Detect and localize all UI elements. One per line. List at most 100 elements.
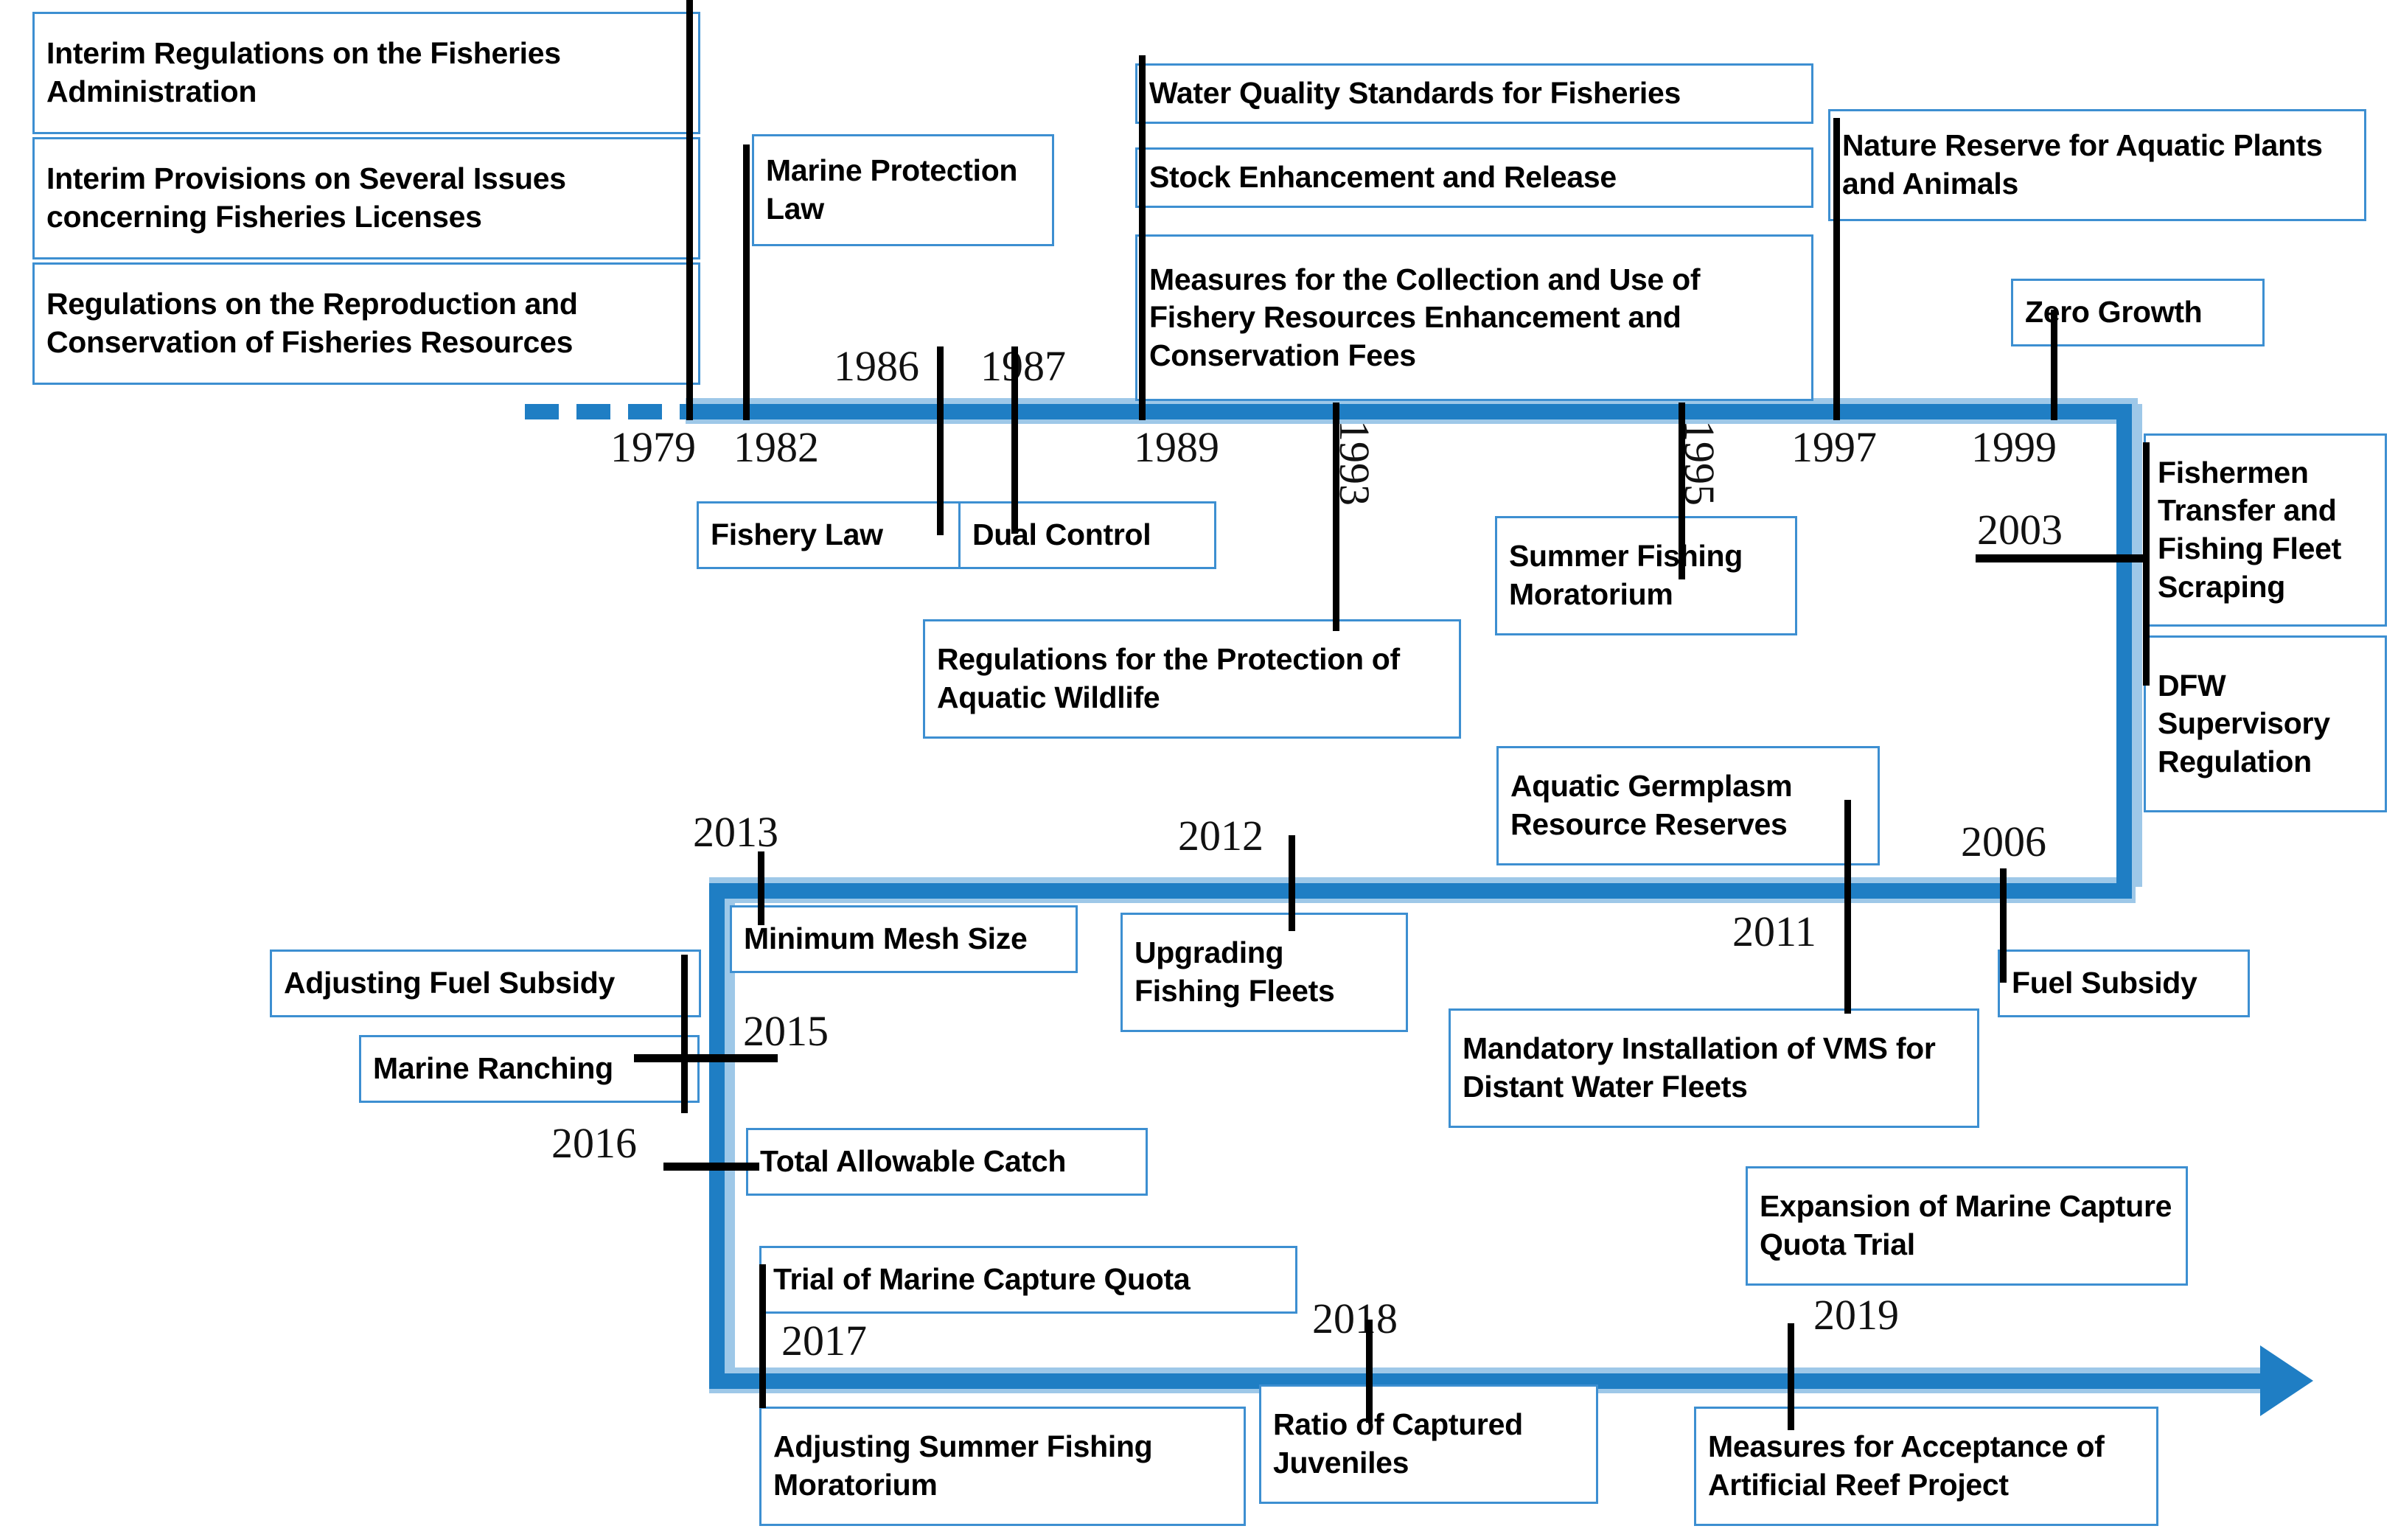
event-label: Water Quality Standards for Fisheries xyxy=(1149,76,1681,111)
event-label: Adjusting Summer Fishing Moratorium xyxy=(773,1429,1153,1502)
rail-row1 xyxy=(686,404,2132,419)
tick-1986 xyxy=(937,346,944,535)
event-label: Aquatic Germplasm Resource Reserves xyxy=(1510,769,1793,841)
year-label-1997: 1997 xyxy=(1791,423,1877,471)
event-box-regulations-reproduction-conservation[interactable]: Regulations on the Reproduction and Cons… xyxy=(32,262,700,385)
tick-1982 xyxy=(743,144,750,420)
event-label: Fuel Subsidy xyxy=(2012,966,2197,1000)
year-label-1987: 1987 xyxy=(980,342,1066,390)
tick-2011 xyxy=(1844,800,1851,1014)
tick-1997 xyxy=(1833,118,1840,420)
event-label: Fishery Law xyxy=(711,518,883,552)
event-box-total-allowable-catch[interactable]: Total Allowable Catch xyxy=(746,1128,1148,1196)
tick-2019 xyxy=(1788,1323,1794,1430)
event-label: Upgrading Fishing Fleets xyxy=(1134,936,1335,1008)
year-label-2018: 2018 xyxy=(1312,1295,1398,1342)
tick-2013 xyxy=(758,851,764,925)
event-box-ratio-captured-juveniles[interactable]: Ratio of Captured Juveniles xyxy=(1259,1384,1598,1504)
year-label-2019: 2019 xyxy=(1813,1291,1899,1339)
tick-2012 xyxy=(1289,835,1295,931)
event-box-measures-collection-use-fees[interactable]: Measures for the Collection and Use of F… xyxy=(1135,234,1813,401)
event-label: Nature Reserve for Aquatic Plants and An… xyxy=(1842,128,2323,201)
tick-1995 xyxy=(1679,403,1685,579)
year-label-1982: 1982 xyxy=(733,423,819,471)
timeline-arrowhead xyxy=(2260,1345,2313,1416)
event-box-dfw-supervisory-regulation[interactable]: DFW Supervisory Regulation xyxy=(2144,635,2387,812)
year-label-2006: 2006 xyxy=(1961,818,2046,865)
event-box-stock-enhancement-release[interactable]: Stock Enhancement and Release xyxy=(1135,147,1813,208)
tick-2018 xyxy=(1366,1320,1373,1423)
event-label: Measures for Acceptance of Artificial Re… xyxy=(1708,1429,2105,1502)
event-box-trial-marine-capture-quota[interactable]: Trial of Marine Capture Quota xyxy=(759,1246,1297,1314)
event-box-minimum-mesh-size[interactable]: Minimum Mesh Size xyxy=(730,905,1078,973)
event-label: Measures for the Collection and Use of F… xyxy=(1149,262,1701,372)
event-box-expansion-marine-capture-quota-trial[interactable]: Expansion of Marine Capture Quota Trial xyxy=(1746,1166,2188,1286)
tick-1999 xyxy=(2051,310,2057,420)
tick-2015-horizontal xyxy=(634,1054,778,1062)
rail-row3 xyxy=(709,1373,2265,1389)
year-label-2012: 2012 xyxy=(1178,812,1264,860)
event-label: Total Allowable Catch xyxy=(760,1144,1067,1179)
event-box-adjusting-fuel-subsidy[interactable]: Adjusting Fuel Subsidy xyxy=(270,950,701,1017)
event-box-measures-acceptance-artificial-reef[interactable]: Measures for Acceptance of Artificial Re… xyxy=(1694,1407,2158,1526)
year-label-2013: 2013 xyxy=(693,808,778,856)
event-label: Expansion of Marine Capture Quota Trial xyxy=(1760,1189,2172,1261)
event-box-upgrading-fishing-fleets[interactable]: Upgrading Fishing Fleets xyxy=(1120,913,1408,1032)
event-box-aquatic-germplasm-resource-reserves[interactable]: Aquatic Germplasm Resource Reserves xyxy=(1496,746,1880,865)
tick-2017 xyxy=(759,1264,766,1408)
event-box-dual-control[interactable]: Dual Control xyxy=(958,501,1216,569)
event-box-interim-provisions-fisheries-licenses[interactable]: Interim Provisions on Several Issues con… xyxy=(32,137,700,259)
year-label-2011: 2011 xyxy=(1732,907,1816,955)
event-label: Ratio of Captured Juveniles xyxy=(1273,1407,1523,1480)
year-label-1999: 1999 xyxy=(1971,423,2057,471)
tick-2016-horizontal xyxy=(663,1163,759,1171)
year-label-2017: 2017 xyxy=(781,1317,867,1365)
event-box-marine-ranching[interactable]: Marine Ranching xyxy=(359,1035,700,1103)
year-label-2015: 2015 xyxy=(743,1007,829,1055)
year-label-1989: 1989 xyxy=(1134,423,1219,471)
event-label: DFW Supervisory Regulation xyxy=(2158,668,2330,778)
event-label: Adjusting Fuel Subsidy xyxy=(284,966,615,1000)
event-box-nature-reserve-aquatic-plants-animals[interactable]: Nature Reserve for Aquatic Plants and An… xyxy=(1828,109,2366,221)
event-label: Interim Provisions on Several Issues con… xyxy=(46,161,566,234)
event-label: Stock Enhancement and Release xyxy=(1149,160,1617,195)
event-box-zero-growth[interactable]: Zero Growth xyxy=(2011,279,2265,346)
event-box-interim-regulations-fisheries-administration[interactable]: Interim Regulations on the Fisheries Adm… xyxy=(32,12,700,134)
event-label: Marine Protection Law xyxy=(766,153,1018,226)
event-box-fuel-subsidy[interactable]: Fuel Subsidy xyxy=(1998,950,2250,1017)
event-box-adjusting-summer-fishing-moratorium[interactable]: Adjusting Summer Fishing Moratorium xyxy=(759,1407,1246,1526)
event-box-marine-protection-law[interactable]: Marine Protection Law xyxy=(752,134,1054,246)
year-label-1979: 1979 xyxy=(610,423,696,471)
event-label: Marine Ranching xyxy=(373,1051,613,1086)
tick-2015-vertical xyxy=(681,955,688,1113)
event-label: Regulations on the Reproduction and Cons… xyxy=(46,287,578,359)
timeline-dashed-start xyxy=(525,404,694,419)
event-label: Summer Fishing Moratorium xyxy=(1509,539,1743,611)
event-box-mandatory-vms-distant-water-fleets[interactable]: Mandatory Installation of VMS for Distan… xyxy=(1449,1008,1979,1128)
tick-1993 xyxy=(1333,403,1339,631)
tick-1979 xyxy=(686,0,693,420)
event-box-water-quality-standards[interactable]: Water Quality Standards for Fisheries xyxy=(1135,63,1813,124)
event-box-summer-fishing-moratorium[interactable]: Summer Fishing Moratorium xyxy=(1495,516,1797,635)
rail-left-vertical xyxy=(709,883,725,1373)
rail-row2 xyxy=(709,883,2132,899)
event-label: Interim Regulations on the Fisheries Adm… xyxy=(46,36,561,108)
event-label: Fishermen Transfer and Fishing Fleet Scr… xyxy=(2158,455,2341,604)
year-label-1986: 1986 xyxy=(834,342,919,390)
tick-1987 xyxy=(1011,346,1018,534)
rail-right-vertical xyxy=(2116,404,2132,883)
event-label: Mandatory Installation of VMS for Distan… xyxy=(1463,1031,1936,1104)
year-label-2003: 2003 xyxy=(1977,506,2063,554)
tick-2003-vertical xyxy=(2143,442,2150,686)
event-label: Minimum Mesh Size xyxy=(744,921,1028,956)
event-label: Dual Control xyxy=(972,518,1151,552)
tick-2006 xyxy=(2000,868,2007,983)
event-box-fishery-law[interactable]: Fishery Law xyxy=(697,501,962,569)
tick-1989 xyxy=(1139,55,1146,420)
year-label-2016: 2016 xyxy=(551,1119,637,1167)
tick-2003-horizontal xyxy=(1976,554,2150,562)
event-label: Trial of Marine Capture Quota xyxy=(773,1262,1191,1297)
event-box-fishermen-transfer-fleet-scraping[interactable]: Fishermen Transfer and Fishing Fleet Scr… xyxy=(2144,433,2387,627)
event-box-regulations-protection-aquatic-wildlife[interactable]: Regulations for the Protection of Aquati… xyxy=(923,619,1461,739)
